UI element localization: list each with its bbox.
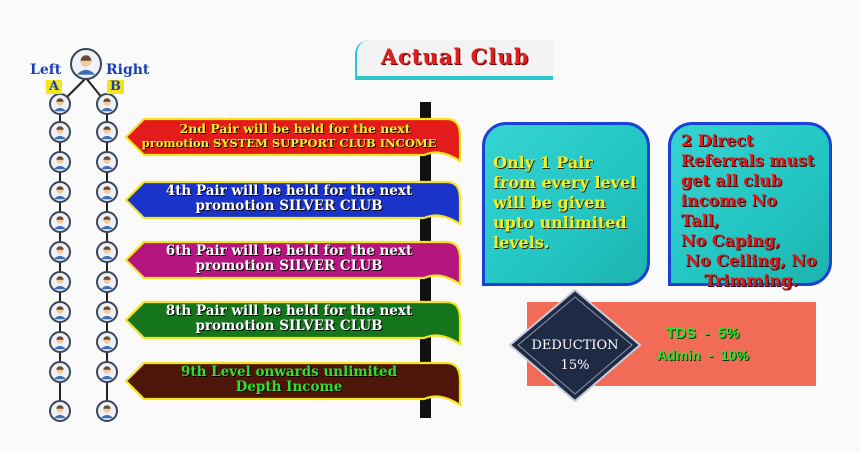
banner-line-1: 6th Pair will be held for the next [165,243,413,259]
right-member-avatar [96,181,118,203]
right-member-avatar [96,241,118,263]
left-member-avatar [49,181,71,203]
banner-line-2: promotion SILVER CLUB [195,198,383,214]
deduction-label: DEDUCTION [531,338,618,353]
banner-line-2: promotion SYSTEM SUPPORT CLUB INCOME [141,136,437,150]
admin-row: Admin - 10% [657,347,749,363]
bubble-right-line: No Caping, [681,231,781,250]
right-member-avatar [96,211,118,233]
left-member-avatar [49,211,71,233]
bubble-left-line: levels. [493,233,550,252]
tds-sep: - [704,325,710,342]
bubble-right-line: income No Tall, [681,191,778,230]
right-member-avatar [96,121,118,143]
banner-shape-3 [124,240,462,286]
left-leg-letter: A [46,80,63,94]
banner-line-1: 8th Pair will be held for the next [165,303,413,319]
banner-line-1: 4th Pair will be held for the next [165,183,413,199]
banner-line-2: promotion SILVER CLUB [195,258,383,274]
left-member-avatar [49,93,71,115]
admin-value: 10% [720,347,749,363]
deduction-diamond: DEDUCTION 15% [508,288,642,403]
right-member-avatar [96,271,118,293]
left-member-avatar [49,331,71,353]
page-title: Actual Club [380,44,530,69]
left-member-avatar [49,241,71,263]
right-member-avatar [96,331,118,353]
bubble-left-line: will be given [493,193,606,212]
deduction-percent: 15% [561,358,590,373]
right-member-avatar [96,93,118,115]
tds-row: TDS - 5% [666,325,739,342]
banner-line-2: Depth Income [235,379,343,395]
root-member-avatar [70,48,102,80]
bubble-left-line: from every level [493,173,637,192]
title-banner: Actual Club [355,40,553,80]
right-member-avatar [96,400,118,422]
right-leg-letter: B [107,80,124,94]
bubble-right-line: get all club [681,171,783,190]
left-member-avatar [49,271,71,293]
banner-shape-5 [124,361,462,407]
banner-line-1: 2nd Pair will be held for the next [179,121,411,136]
left-leg-label: Left [30,62,62,78]
banner-shape-1 [124,117,462,163]
right-member-avatar [96,361,118,383]
bubble-right-line: Trimming. [704,271,798,290]
right-leg-label: Right [106,62,150,78]
tds-label: TDS [666,325,696,342]
admin-label: Admin [657,347,701,363]
admin-sep: - [708,347,714,363]
tds-value: 5% [717,325,740,342]
left-member-avatar [49,361,71,383]
bubble-right-line: No Ceiling, No [685,251,817,270]
bubble-right-line: Referrals must [681,151,815,170]
bubble-right-line: 2 Direct [681,131,754,150]
left-member-avatar [49,400,71,422]
banner-line-1: 9th Level onwards unlimited [180,364,398,380]
right-member-avatar [96,151,118,173]
banner-shape-4 [124,300,462,346]
left-member-avatar [49,151,71,173]
banner-shape-2 [124,180,462,226]
bubble-left-line: upto unlimited [493,213,627,232]
bubble-left-line: Only 1 Pair [493,153,593,172]
left-member-avatar [49,121,71,143]
left-member-avatar [49,301,71,323]
banner-line-2: promotion SILVER CLUB [195,318,383,334]
right-member-avatar [96,301,118,323]
